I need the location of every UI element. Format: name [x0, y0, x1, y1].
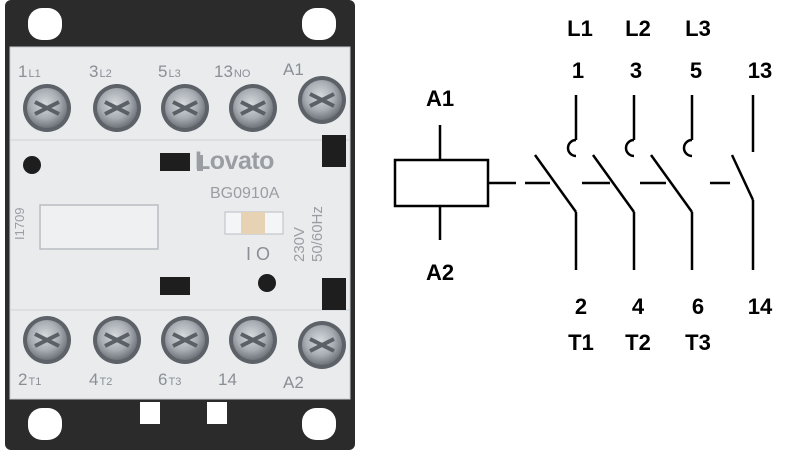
terminal-num-6: 6	[691, 294, 705, 319]
bottom-terminal-label-6: 6T3	[158, 370, 182, 389]
terminal-num-2: 2	[574, 294, 588, 319]
contactor-drawing	[5, 0, 355, 450]
terminal-num-1: 1	[571, 58, 585, 83]
contactor-schematic: A1 A2 L1 1 2 T1 L2 3 4 T2 L3 5 6 T3 13 1…	[370, 0, 800, 450]
main-contact-3	[649, 95, 694, 270]
coil-label-a2: A2	[425, 260, 455, 285]
screw-bottom-1	[23, 316, 71, 364]
phase-label-l3: L3	[685, 16, 711, 41]
coil-voltage: 230V	[291, 226, 308, 262]
terminal-num-13: 13	[747, 58, 773, 83]
main-contact-2	[591, 95, 636, 270]
screw-bottom-3	[161, 316, 209, 364]
mounting-hole-bottom-right	[302, 408, 336, 440]
terminal-num-5: 5	[689, 58, 703, 83]
top-terminal-label-3: 3L2	[89, 62, 112, 81]
screw-top-4	[229, 84, 277, 132]
label-window	[39, 204, 159, 250]
din-clip-right	[207, 402, 227, 424]
coil-symbol	[393, 158, 490, 208]
screw-top-1	[23, 84, 71, 132]
product-code: I1709	[12, 207, 27, 240]
model-number: BG0910A	[210, 185, 280, 202]
indicator-hole-right	[258, 274, 276, 292]
contactor-photo: 1L1 3L2 5L3 13NO A1 2T1 4T2 6T3 14 A2 Lo…	[0, 0, 370, 450]
mounting-hole-top-left	[28, 8, 62, 40]
slot-top	[160, 153, 190, 171]
screw-top-2	[93, 84, 141, 132]
top-terminal-label-1: 1L1	[18, 62, 41, 81]
coil-frequency: 50/60Hz	[309, 206, 326, 262]
top-terminal-label-a1: A1	[283, 60, 304, 79]
bottom-terminal-label-14: 14	[218, 370, 237, 389]
coil-label-a1: A1	[425, 86, 455, 111]
brand-mark-bar	[197, 155, 203, 171]
terminal-num-14: 14	[747, 294, 773, 319]
aux-contact-no	[730, 95, 755, 270]
side-slot-bottom	[322, 278, 346, 310]
terminal-num-3: 3	[629, 58, 643, 83]
bottom-terminal-label-2: 2T1	[18, 370, 42, 389]
actuator-slider	[241, 212, 265, 234]
bottom-terminal-label-a2: A2	[283, 373, 304, 392]
schematic-drawing	[393, 95, 755, 270]
side-slot-top	[322, 135, 346, 167]
terminal-num-4: 4	[631, 294, 645, 319]
phase-label-t3: T3	[685, 330, 711, 355]
screw-bottom-2	[93, 316, 141, 364]
din-clip-left	[140, 402, 160, 424]
phase-label-t2: T2	[625, 330, 651, 355]
mounting-hole-bottom-left	[28, 408, 62, 440]
screw-bottom-5	[298, 321, 346, 369]
top-terminal-label-5: 5L3	[158, 62, 181, 81]
screw-bottom-4	[229, 316, 277, 364]
brand-logo: Lovato	[195, 147, 274, 175]
main-contact-1	[533, 95, 578, 270]
slot-bottom	[160, 277, 190, 295]
screw-top-3	[161, 84, 209, 132]
bottom-terminal-label-4: 4T2	[89, 370, 113, 389]
indicator-hole-left	[23, 156, 41, 174]
top-terminal-label-13: 13NO	[214, 62, 251, 81]
phase-label-l2: L2	[625, 16, 651, 41]
screw-top-5	[298, 76, 346, 124]
mounting-hole-top-right	[302, 8, 336, 40]
phase-label-l1: L1	[567, 16, 593, 41]
switch-symbol: I O	[246, 244, 271, 264]
phase-label-t1: T1	[568, 330, 594, 355]
